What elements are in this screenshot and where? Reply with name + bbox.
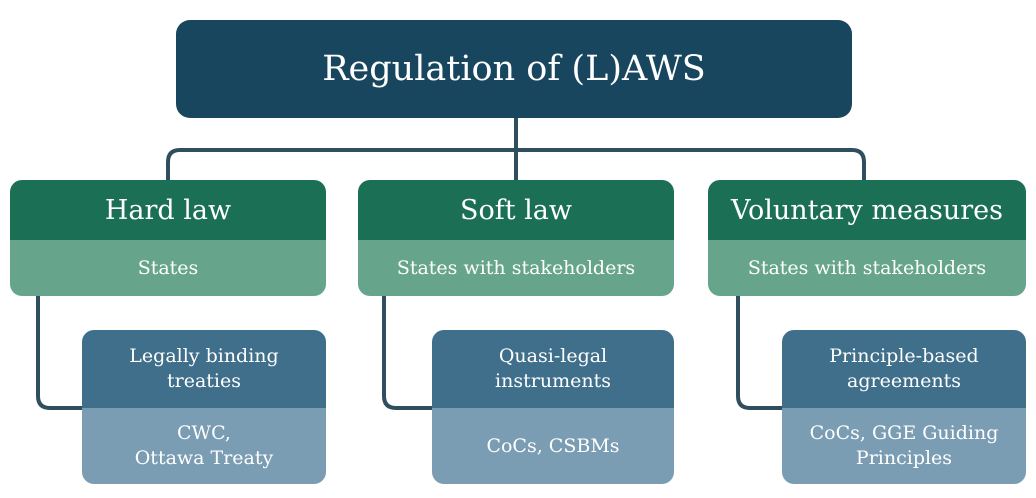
instrument-soft-law: Quasi-legal instruments [432,330,674,408]
instrument-hard-law: Legally binding treaties [82,330,326,408]
category-header-hard-law: Hard law [10,180,326,240]
examples-hard-law: CWC, Ottawa Treaty [82,408,326,484]
diagram-title: Regulation of (L)AWS [176,20,852,118]
connector-elbow-voluntary [736,296,782,410]
examples-soft-law: CoCs, CSBMs [432,408,674,484]
connector-elbow-hard-law [36,296,82,410]
category-actors-voluntary-measures: States with stakeholders [708,240,1026,296]
category-actors-soft-law: States with stakeholders [358,240,674,296]
examples-voluntary-measures: CoCs, GGE Guiding Principles [782,408,1026,484]
connector-elbow-soft-law [382,296,432,410]
instrument-voluntary-measures: Principle-based agreements [782,330,1026,408]
category-header-soft-law: Soft law [358,180,674,240]
category-actors-hard-law: States [10,240,326,296]
category-header-voluntary-measures: Voluntary measures [708,180,1026,240]
